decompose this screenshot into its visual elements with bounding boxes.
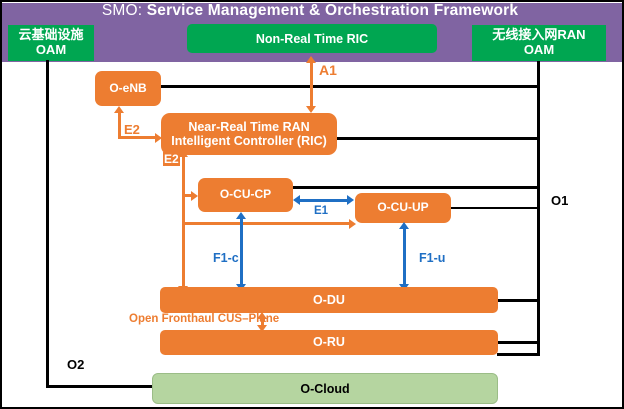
o1-branch-o-cu-up: [450, 207, 539, 209]
smo-title: SMO: Service Management & Orchestration …: [0, 2, 620, 20]
o-cloud-box[interactable]: O-Cloud: [152, 373, 498, 404]
o-cu-up-label: O-CU-UP: [377, 200, 429, 215]
e2-label-lower: E2: [163, 152, 180, 166]
e2-branch-o-cu-cp: [182, 194, 194, 197]
oam-left-line1: 云基础设施: [18, 27, 84, 43]
f1u-label: F1-u: [419, 251, 446, 265]
oam-right-line1: 无线接入网RAN: [492, 27, 586, 43]
ran-oam-box[interactable]: 无线接入网RAN OAM: [472, 25, 606, 61]
e1-connector-line: [299, 199, 349, 202]
o1-branch-o-du: [497, 299, 539, 302]
o1-branch-near-rt-ric: [336, 137, 539, 140]
o2-vertical-trunk: [46, 60, 49, 387]
a1-label: A1: [319, 62, 337, 78]
e1-label: E1: [314, 205, 329, 217]
o-cloud-label: O-Cloud: [300, 381, 350, 396]
fronthaul-arrow-up-icon: [257, 312, 267, 319]
o1-branch-o-enb: [160, 85, 539, 88]
e2-ric-arrow-right-icon: [155, 133, 162, 143]
f1u-connector-line: [403, 228, 406, 286]
o-enb-label: O-eNB: [109, 80, 147, 95]
near-real-time-ric-box[interactable]: Near-Real Time RAN Intelligent Controlle…: [161, 113, 337, 155]
e2-trunk-arrow-up-icon: [178, 150, 188, 157]
o2-label: O2: [67, 357, 85, 372]
o-du-box[interactable]: O-DU: [160, 287, 498, 313]
o-cu-cp-box[interactable]: O-CU-CP: [198, 178, 293, 212]
o1-branch-o-ru: [497, 341, 539, 344]
e2-cu-up-arrow-icon: [349, 219, 356, 229]
near-rt-ric-line2: Intelligent Controller (RIC): [171, 134, 327, 148]
e2-enb-vertical: [118, 113, 121, 138]
smo-title-lead: SMO:: [101, 2, 147, 19]
o-enb-box[interactable]: O-eNB: [95, 71, 161, 106]
e2-cu-cp-arrow-icon: [191, 191, 198, 201]
e2-label-upper: E2: [124, 122, 140, 137]
e2-enb-arrow-up-icon: [114, 106, 124, 113]
f1c-label: F1-c: [213, 251, 239, 265]
fronthaul-arrow-down-icon: [257, 325, 267, 332]
oam-left-line2: OAM: [35, 42, 67, 57]
o-du-label: O-DU: [313, 292, 345, 307]
fronthaul-connector-line: [261, 317, 264, 329]
a1-connector-line: [310, 62, 313, 110]
a1-arrow-up-icon: [306, 56, 316, 63]
non-real-time-ric-box[interactable]: Non-Real Time RIC: [187, 24, 437, 53]
o-ru-box[interactable]: O-RU: [160, 330, 498, 355]
e2-enb-horizontal: [118, 136, 158, 139]
o-cu-up-box[interactable]: O-CU-UP: [355, 193, 451, 223]
o1-label: O1: [551, 193, 569, 208]
o-cu-cp-label: O-CU-CP: [219, 187, 272, 202]
o2-branch-o-cloud: [46, 385, 154, 388]
cloud-infrastructure-oam-box[interactable]: 云基础设施 OAM: [8, 25, 94, 61]
non-real-time-ric-label: Non-Real Time RIC: [255, 31, 369, 46]
f1c-arrow-up-icon: [236, 212, 246, 219]
oam-right-line2: OAM: [523, 42, 555, 57]
e2-branch-o-cu-up: [182, 222, 353, 225]
o-ru-label: O-RU: [313, 335, 345, 350]
fronthaul-label: Open Fronthaul CUS–Plane: [129, 313, 280, 325]
a1-arrow-down-icon: [306, 106, 316, 113]
e1-arrow-right-icon: [347, 195, 354, 205]
f1u-arrow-up-icon: [399, 222, 409, 229]
f1c-connector-line: [240, 218, 243, 286]
smo-title-rest: Service Management & Orchestration Frame…: [146, 2, 519, 19]
o1-trunk-foot: [497, 353, 539, 356]
e1-arrow-left-icon: [293, 195, 300, 205]
o1-branch-o-cu-cp: [292, 186, 539, 189]
near-rt-ric-line1: Near-Real Time RAN: [188, 119, 310, 134]
